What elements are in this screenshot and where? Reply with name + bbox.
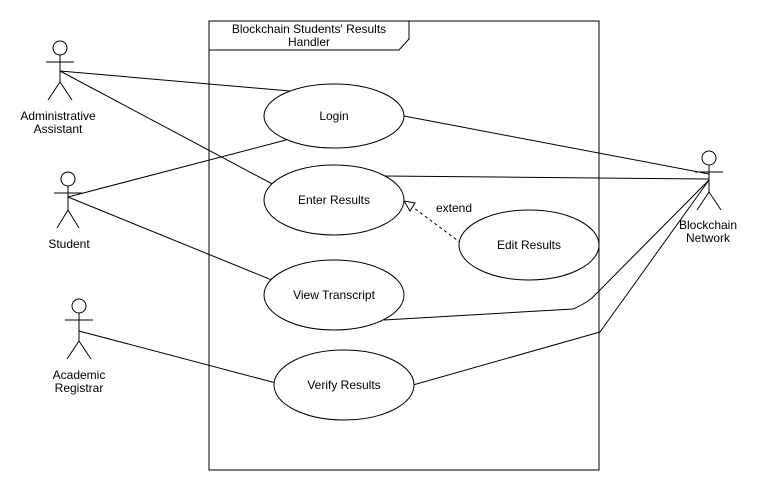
use-case-view-transcript-label: View Transcript	[293, 288, 375, 302]
use-case-enter-results-label: Enter Results	[298, 193, 370, 207]
assoc-student-view-transcript	[67, 196, 290, 288]
extend-arrowhead	[403, 200, 416, 212]
actor-administrative-assistant[interactable]: Administrative Assistant	[20, 40, 96, 136]
actor-admin-figure	[46, 40, 74, 101]
actor-academic-registrar[interactable]: Academic Registrar	[53, 298, 106, 395]
actor-student-figure	[54, 171, 82, 229]
use-case-edit-results[interactable]: Edit Results	[458, 209, 600, 281]
use-case-enter-results-ellipse[interactable]	[263, 164, 405, 236]
use-case-edit-results-ellipse[interactable]	[458, 209, 600, 281]
assoc-admin-enter-results	[59, 70, 279, 188]
assoc-login-blockchain	[403, 115, 710, 175]
associations	[59, 70, 710, 386]
extend-label: extend	[436, 201, 472, 215]
actor-registrar-head	[71, 298, 87, 314]
use-case-login-label: Login	[319, 109, 348, 123]
assoc-verify-results-blockchain	[412, 331, 601, 386]
extend-dashed-line	[413, 207, 462, 244]
use-case-verify-results-label: Verify Results	[307, 378, 380, 392]
assoc-registrar-verify-results	[78, 330, 277, 384]
actor-admin-label-line1: Administrative	[20, 109, 96, 123]
use-case-edit-results-label: Edit Results	[497, 238, 561, 252]
actor-registrar-label-line2: Registrar	[55, 381, 104, 395]
actor-admin-label-line2: Assistant	[34, 122, 83, 136]
use-case-verify-results[interactable]: Verify Results	[273, 349, 415, 421]
use-case-enter-results[interactable]: Enter Results	[263, 164, 405, 236]
use-case-login[interactable]: Login	[263, 83, 405, 149]
actor-student-label: Student	[48, 237, 90, 251]
system-boundary: Blockchain Students' Results Handler	[208, 20, 600, 471]
assoc-enter-results-blockchain	[383, 175, 710, 180]
actor-blockchain-label-line2: Network	[686, 231, 731, 245]
use-case-view-transcript[interactable]: View Transcript	[263, 259, 405, 331]
use-case-login-ellipse[interactable]	[263, 83, 405, 149]
system-title-line2: Handler	[288, 35, 330, 49]
actor-blockchain-network[interactable]: Blockchain Network	[679, 150, 737, 245]
assoc-student-login	[67, 139, 287, 198]
system-title-tab	[209, 20, 410, 51]
system-title-line1: Blockchain Students' Results	[232, 22, 386, 36]
use-case-verify-results-ellipse[interactable]	[273, 349, 415, 421]
assoc-view-transcript-blockchain	[383, 179, 710, 321]
use-case-view-transcript-ellipse[interactable]	[263, 259, 405, 331]
actor-registrar-label-line1: Academic	[53, 368, 106, 382]
assoc-admin-login	[59, 70, 291, 92]
assoc-verify-results-blockchain-2	[599, 179, 710, 333]
actor-registrar-figure	[65, 298, 93, 360]
actor-admin-head	[52, 40, 68, 56]
extend-relation: extend	[403, 200, 472, 244]
actor-blockchain-label-line1: Blockchain	[679, 218, 737, 232]
actor-student[interactable]: Student	[48, 171, 90, 251]
actor-blockchain-figure	[695, 150, 723, 211]
actor-student-head	[60, 171, 76, 187]
actor-blockchain-head	[701, 150, 717, 166]
